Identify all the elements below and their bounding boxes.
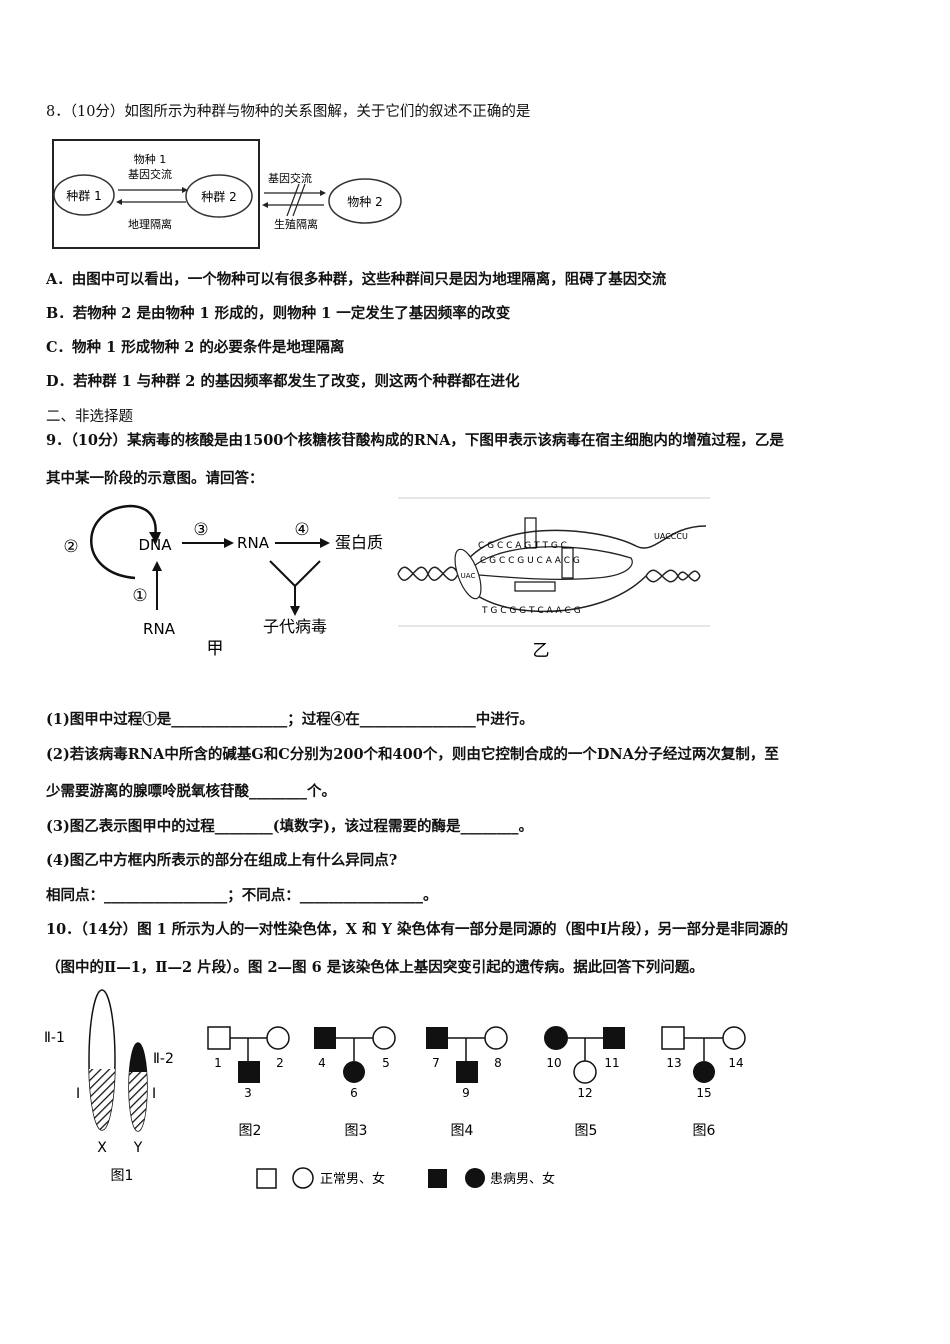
- gene-flow-label: 基因交流: [128, 167, 172, 181]
- pedigree-fig4: 7 8 9 图4: [426, 1026, 508, 1139]
- svg-text:④: ④: [294, 520, 309, 540]
- pedigree-fig3: 4 5 6 图3: [314, 1026, 396, 1139]
- svg-text:Ⅰ: Ⅰ: [76, 1086, 80, 1102]
- svg-text:②: ②: [63, 537, 78, 557]
- svg-text:5: 5: [382, 1056, 390, 1070]
- svg-text:Ⅱ-1: Ⅱ-1: [44, 1030, 65, 1046]
- geo-isolation-label: 地理隔离: [128, 217, 172, 231]
- q9-stem-line2: 其中某一阶段的示意图。请回答：: [46, 470, 264, 487]
- svg-text:RNA: RNA: [143, 620, 176, 638]
- species2-ellipse: [328, 178, 402, 224]
- q9-sub2-line1: (2)若该病毒RNA中所含的碱基G和C分别为200个和400个，则由它控制合成的…: [46, 746, 779, 763]
- svg-text:正常男、女: 正常男、女: [320, 1171, 385, 1187]
- svg-text:11: 11: [604, 1056, 619, 1070]
- svg-text:图1: 图1: [111, 1168, 134, 1184]
- svg-text:10: 10: [546, 1056, 561, 1070]
- svg-text:15: 15: [696, 1086, 711, 1100]
- q8-option-d: D．若种群 1 与种群 2 的基因频率都发生了改变，则这两个种群都在进化: [46, 373, 520, 390]
- svg-text:14: 14: [728, 1056, 743, 1070]
- q9-stem-line1: 9．（10分）某病毒的核酸是由1500个核糖核苷酸构成的RNA，下图甲表示该病毒…: [46, 432, 784, 449]
- self-replication-arrow: [90, 504, 157, 580]
- svg-text:图2: 图2: [239, 1123, 262, 1139]
- species1-label: 物种 1: [134, 152, 167, 166]
- svg-text:7: 7: [432, 1056, 440, 1070]
- svg-text:DNA: DNA: [138, 536, 172, 554]
- fig-jia-caption: 甲: [207, 639, 224, 659]
- pedigree-fig2: 1 2 3 图2: [207, 1026, 290, 1139]
- svg-text:2: 2: [276, 1056, 284, 1070]
- svg-text:4: 4: [318, 1056, 326, 1070]
- svg-text:C G C C G U C A A C G: C G C C G U C A A C G: [480, 556, 580, 566]
- svg-text:Y: Y: [133, 1140, 143, 1156]
- svg-text:9: 9: [462, 1086, 470, 1100]
- svg-text:Ⅰ: Ⅰ: [152, 1086, 156, 1102]
- q10-stem-line1: 10．（14分）图 1 所示为人的一对性染色体，X 和 Y 染色体有一部分是同源…: [46, 921, 789, 938]
- q8-figure: 种群 1 种群 2 物种 1 基因交流 地理隔离 基因交流 生殖隔离 物种 2: [52, 139, 402, 249]
- q10-figures: Ⅱ-1 Ⅱ-2 Ⅰ Ⅰ X Y 图1 1 2 3 图2 4 5 6 图3 7: [44, 989, 746, 1189]
- svg-text:1: 1: [214, 1056, 222, 1070]
- q8-stem: 8．（10分）如图所示为种群与物种的关系图解，关于它们的叙述不正确的是: [46, 104, 531, 120]
- pedigree-fig6: 13 14 15 图6: [661, 1026, 746, 1139]
- svg-text:患病男、女: 患病男、女: [490, 1171, 555, 1187]
- fig-yi: UAC C G C C A G T T G C C G C C G U C A …: [397, 497, 710, 661]
- gene-flow2-label: 基因交流: [268, 171, 312, 185]
- fig-yi-caption: 乙: [533, 641, 550, 661]
- pop2-ellipse: [185, 174, 253, 218]
- svg-text:UACCCU: UACCCU: [654, 532, 688, 541]
- q8-option-b: B．若物种 2 是由物种 1 形成的，则物种 1 一定发生了基因频率的改变: [46, 305, 511, 322]
- section-heading: 二、非选择题: [46, 409, 133, 425]
- svg-text:Ⅱ-2: Ⅱ-2: [153, 1051, 174, 1067]
- q9-sub3: (3)图乙表示图甲中的过程________(填数字)，该过程需要的酶是_____…: [46, 818, 534, 835]
- fig-jia: ② DNA ③ RNA ④ 蛋白质 子代病毒 ① RNA 甲: [63, 504, 383, 659]
- species2-label: 物种 2: [347, 195, 382, 209]
- svg-text:12: 12: [577, 1086, 592, 1100]
- pop2-label: 种群 2: [201, 190, 236, 204]
- svg-text:图6: 图6: [693, 1123, 716, 1139]
- svg-text:C G C C A G T T G C: C G C C A G T T G C: [478, 541, 567, 551]
- svg-text:X: X: [97, 1140, 107, 1156]
- svg-text:3: 3: [244, 1086, 252, 1100]
- pedigree-legend: 正常男、女 患病男、女: [256, 1167, 555, 1189]
- svg-text:RNA: RNA: [237, 534, 270, 552]
- q10-stem-line2: （图中的Ⅱ—1，Ⅱ—2 片段）。图 2—图 6 是该染色体上基因突变引起的遗传病…: [46, 959, 704, 976]
- svg-text:图5: 图5: [575, 1123, 598, 1139]
- svg-text:13: 13: [666, 1056, 681, 1070]
- svg-text:8: 8: [494, 1056, 502, 1070]
- svg-text:①: ①: [132, 586, 147, 606]
- svg-text:蛋白质: 蛋白质: [335, 533, 383, 552]
- svg-text:图4: 图4: [451, 1123, 474, 1139]
- q8-option-c: C．物种 1 形成物种 2 的必要条件是地理隔离: [46, 339, 345, 356]
- q9-sub4: (4)图乙中方框内所表示的部分在组成上有什么异同点?: [46, 852, 398, 869]
- q8-option-a: A．由图中可以看出，一个物种可以有很多种群，这些种群间只是因为地理隔离，阻碍了基…: [46, 271, 667, 288]
- svg-text:图3: 图3: [345, 1123, 368, 1139]
- svg-text:UAC: UAC: [461, 572, 476, 580]
- repro-isolation-label: 生殖隔离: [274, 217, 318, 231]
- pop1-ellipse: [53, 174, 115, 216]
- q9-sub1: (1)图甲中过程①是________________；过程④在_________…: [46, 711, 534, 728]
- pop1-label: 种群 1: [66, 189, 101, 203]
- fig1-sex-chromosomes: Ⅱ-1 Ⅱ-2 Ⅰ Ⅰ X Y 图1: [44, 989, 174, 1184]
- svg-text:子代病毒: 子代病毒: [263, 617, 327, 636]
- svg-text:③: ③: [193, 520, 208, 540]
- pedigree-fig5: 10 11 12 图5: [544, 1026, 625, 1139]
- svg-text:T G C G G T C A A C G: T G C G G T C A A C G: [481, 606, 581, 616]
- svg-text:6: 6: [350, 1086, 358, 1100]
- q9-sub2-line2: 少需要游离的腺嘌呤脱氧核苷酸________个。: [46, 783, 336, 800]
- q9-sub4-answer: 相同点：_________________；不同点：______________…: [46, 887, 438, 904]
